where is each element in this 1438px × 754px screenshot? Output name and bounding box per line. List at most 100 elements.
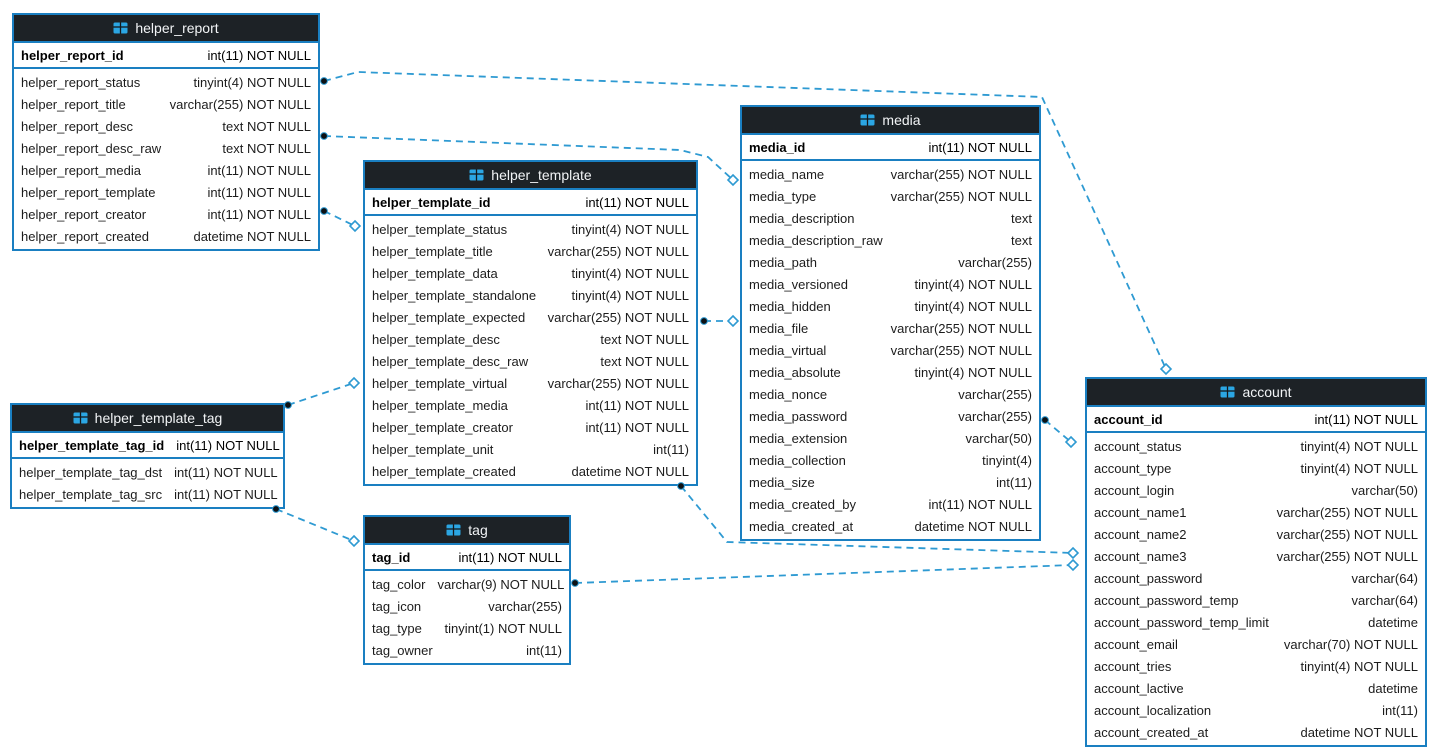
table-header[interactable]: account [1087,379,1425,407]
table-header[interactable]: helper_report [14,15,318,43]
field-row: helper_report_created datetime NOT NULL [14,225,318,247]
primary-key-name: account_id [1094,411,1163,427]
field-name: account_localization [1094,702,1212,718]
field-type: int(11) NOT NULL [207,184,311,200]
field-type: int(11) NOT NULL [174,486,278,502]
field-name: helper_template_tag_src [19,486,163,502]
field-type: tinyint(4) NOT NULL [1300,658,1418,674]
field-name: helper_report_title [21,96,126,112]
field-name: media_description_raw [749,232,883,248]
primary-key-name: helper_template_tag_id [19,437,165,453]
field-name: media_password [749,408,848,424]
table-header[interactable]: media [742,107,1039,135]
table-title: helper_template_tag [94,410,223,426]
field-name: helper_template_standalone [372,287,537,303]
field-name: account_type [1094,460,1172,476]
field-type: varchar(255) NOT NULL [1276,504,1418,520]
field-type: tinyint(4) NOT NULL [1300,438,1418,454]
primary-key-row: helper_template_id int(11) NOT NULL [365,190,696,216]
table-header[interactable]: tag [365,517,569,545]
field-type: varchar(255) NOT NULL [1276,526,1418,542]
field-type: tinyint(4) NOT NULL [914,298,1032,314]
table-header[interactable]: helper_template [365,162,696,190]
table-helper_template[interactable]: helper_template helper_template_id int(1… [363,160,698,486]
relationship-target-diamond [348,219,362,233]
field-name: helper_template_media [372,397,508,413]
field-name: helper_report_desc_raw [21,140,162,156]
field-name: media_size [749,474,815,490]
field-name: helper_template_unit [372,441,494,457]
primary-key-name: helper_report_id [21,47,124,63]
field-type: text NOT NULL [600,331,689,347]
relationship-source-dot [1041,416,1049,424]
field-name: account_name3 [1094,548,1187,564]
field-type: datetime NOT NULL [914,518,1032,534]
primary-key-row: tag_id int(11) NOT NULL [365,545,569,571]
table-icon [860,114,875,126]
relationship-source-dot [700,317,708,325]
field-name: account_password_temp_limit [1094,614,1269,630]
field-type: int(11) [996,474,1032,490]
table-media[interactable]: media media_id int(11) NOT NULL media_na… [740,105,1041,541]
field-type: int(11) NOT NULL [928,496,1032,512]
field-name: media_nonce [749,386,828,402]
relationship-source-dot [320,207,328,215]
primary-key-type: int(11) NOT NULL [458,549,562,565]
relationship-target-diamond [1159,362,1173,376]
field-type: varchar(255) [958,408,1032,424]
primary-key-type: int(11) NOT NULL [176,437,280,453]
field-type: int(11) [526,642,562,658]
field-type: tinyint(4) NOT NULL [571,287,689,303]
field-row: account_lactive datetime [1087,677,1425,699]
relationship-target-diamond [726,173,740,187]
relationship-source-dot [320,132,328,140]
table-header[interactable]: helper_template_tag [12,405,283,433]
primary-key-name: helper_template_id [372,194,491,210]
field-type: tinyint(4) NOT NULL [571,221,689,237]
relationship-source-dot [284,401,292,409]
table-account[interactable]: account account_id int(11) NOT NULL acco… [1085,377,1427,747]
field-name: helper_report_desc [21,118,134,134]
field-type: varchar(50) [965,430,1032,446]
table-title: helper_template [491,167,592,183]
field-type: datetime NOT NULL [571,463,689,479]
field-type: datetime NOT NULL [193,228,311,244]
field-name: account_lactive [1094,680,1184,696]
field-name: helper_report_created [21,228,149,244]
field-name: media_hidden [749,298,831,314]
field-type: datetime [1368,680,1418,696]
table-helper_report[interactable]: helper_report helper_report_id int(11) N… [12,13,320,251]
relationship-target-diamond [347,534,361,548]
field-type: tinyint(4) NOT NULL [193,74,311,90]
field-type: varchar(255) [958,386,1032,402]
field-name: helper_report_creator [21,206,147,222]
table-icon [73,412,88,424]
primary-key-type: int(11) NOT NULL [585,194,689,210]
table-helper_template_tag[interactable]: helper_template_tag helper_template_tag_… [10,403,285,509]
field-name: tag_color [372,576,426,592]
